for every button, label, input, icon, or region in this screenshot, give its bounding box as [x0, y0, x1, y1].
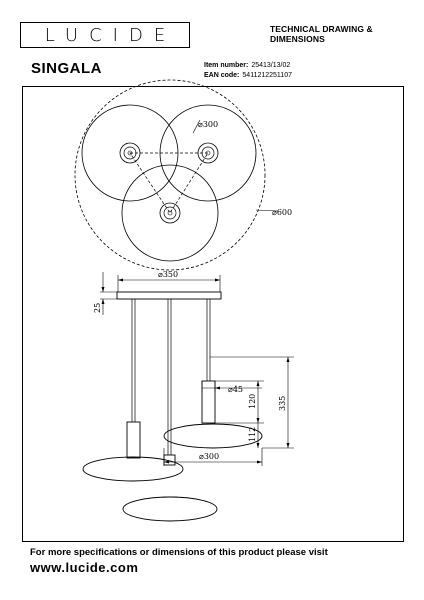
- shade-height-label: 112: [248, 427, 257, 442]
- shade-right: [163, 423, 263, 449]
- brand-name: LUCIDE: [44, 24, 177, 46]
- holder-diameter-label: ⌀45: [228, 385, 243, 394]
- shade-diameter-side-label: ⌀300: [199, 452, 219, 461]
- pendant-height-label: 335: [278, 396, 287, 411]
- holder-height-label: 120: [248, 394, 257, 409]
- shade-middle: [122, 496, 218, 522]
- shade-left: [82, 456, 184, 482]
- document-title: TECHNICAL DRAWING & DIMENSIONS: [270, 24, 373, 44]
- top-view: [74, 79, 279, 271]
- item-number-row: Item number:25413/13/02: [204, 62, 290, 69]
- shade-diameter-top-label: ⌀300: [198, 120, 218, 129]
- brand-logo: LUCIDE: [20, 22, 190, 48]
- item-number-value: 25413/13/02: [251, 62, 291, 69]
- total-diameter-label: ⌀600: [272, 208, 292, 217]
- lamp-holder-left: [126, 421, 141, 459]
- canopy: [116, 291, 222, 300]
- footer-note: For more specifications or dimensions of…: [30, 547, 328, 558]
- shade-circle-bottom: [121, 164, 219, 262]
- ean-row: EAN code:5411212251107: [204, 72, 292, 79]
- canopy-height-label: 25: [93, 303, 102, 313]
- ean-label: EAN code:: [204, 72, 240, 79]
- lamp-holder-right: [201, 380, 216, 424]
- canopy-triangle-outline: [129, 152, 209, 214]
- canopy-diameter-label: ⌀350: [158, 270, 178, 279]
- overall-circle-outline: [74, 79, 266, 271]
- drawing-frame: [22, 86, 404, 542]
- item-number-label: Item number:: [204, 62, 249, 69]
- ean-value: 5411212251107: [242, 72, 292, 79]
- product-name: SINGALA: [31, 60, 102, 77]
- website-link[interactable]: www.lucide.com: [30, 560, 139, 575]
- side-view: [82, 272, 294, 522]
